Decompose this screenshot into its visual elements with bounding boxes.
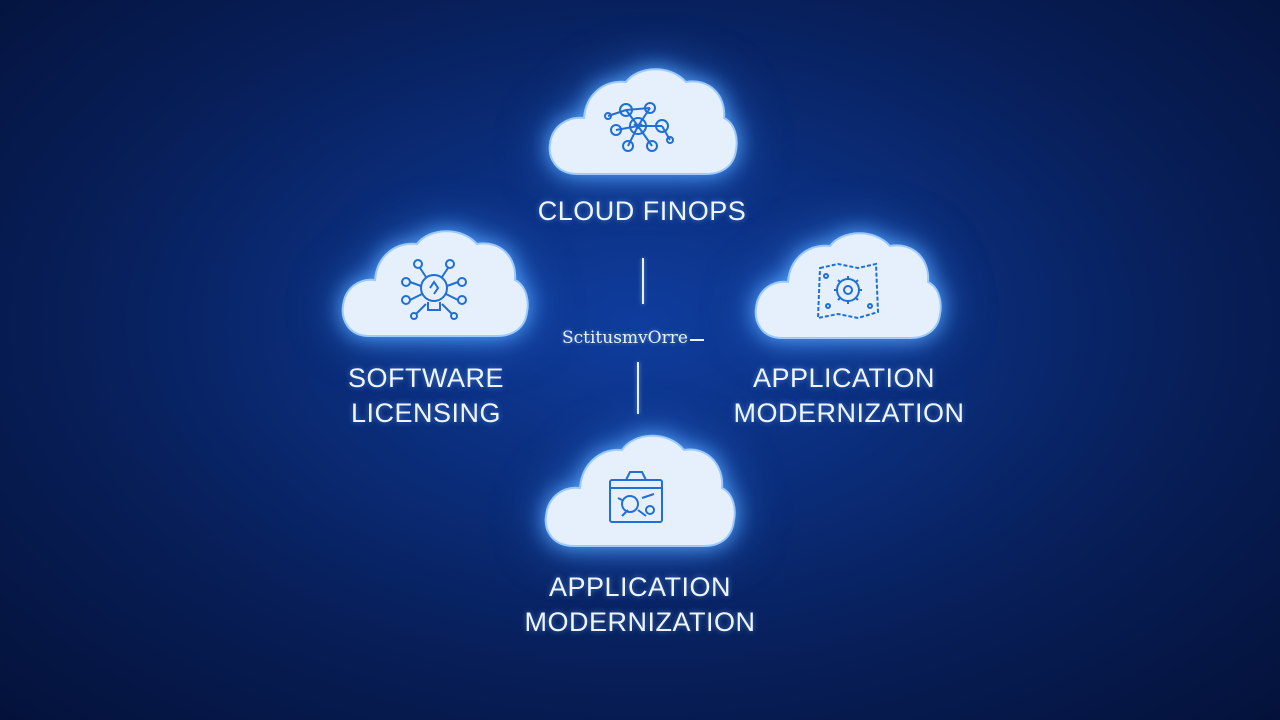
- connector-top: [642, 258, 644, 304]
- network-brain-icon: [604, 96, 674, 163]
- node-label: CLOUD FINOPS: [537, 196, 747, 226]
- cloud-shape: [542, 430, 736, 548]
- gear-map-icon: [812, 262, 884, 327]
- server-box-icon: [606, 470, 666, 531]
- connector-bottom: [637, 362, 639, 414]
- center-dash: [690, 339, 704, 341]
- node-label-line1: APPLICATION: [752, 363, 936, 393]
- node-label-line1: SOFTWARE: [348, 363, 504, 393]
- node-label-line2: LICENSING: [350, 398, 502, 428]
- node-label-line1: APPLICATION: [548, 572, 732, 602]
- node-label-line2: MODERNIZATION: [524, 607, 756, 637]
- cloud-shape: [546, 62, 738, 176]
- hub-lightbulb-icon: [398, 258, 470, 327]
- center-label: SctitusmvOrre: [562, 328, 688, 348]
- node-label-line2: MODERNIZATION: [733, 398, 965, 428]
